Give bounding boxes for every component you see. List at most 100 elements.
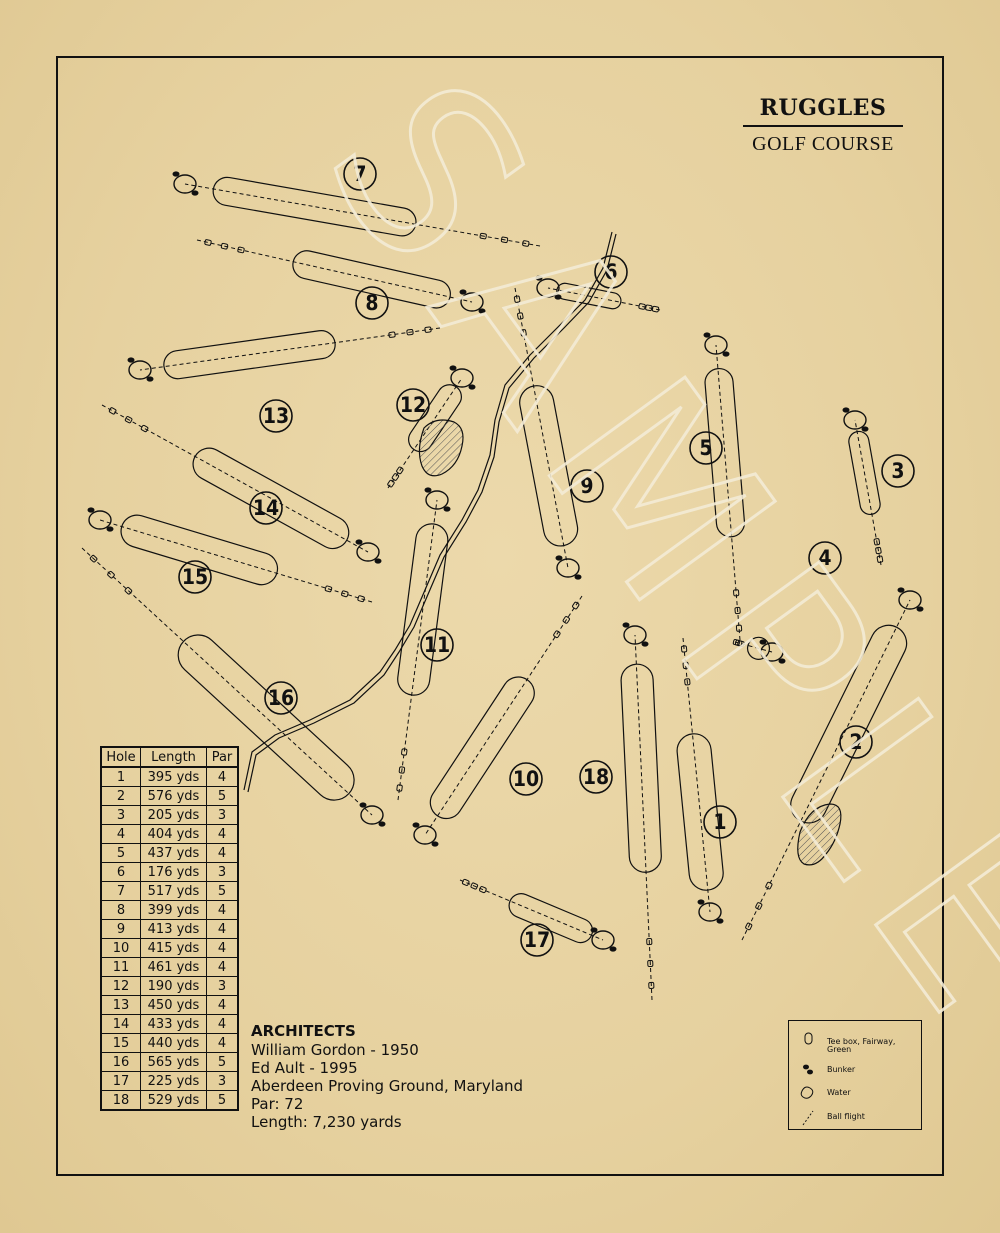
cell-length: 517 yds (140, 881, 207, 901)
tee-box (479, 232, 487, 240)
hole-5 (703, 332, 746, 641)
cell-hole: 16 (100, 1052, 141, 1072)
tee-box (89, 554, 98, 563)
hole-number: 5 (699, 436, 712, 460)
ball-flight-line (196, 239, 473, 303)
green (356, 542, 380, 562)
green (843, 410, 867, 430)
tee-box (388, 331, 396, 338)
tee-box (398, 766, 406, 774)
cell-length: 437 yds (140, 843, 207, 863)
tee-box (391, 473, 400, 481)
fairway (177, 634, 355, 801)
ball-flight-line (854, 419, 882, 566)
tee-box (479, 886, 487, 894)
hole-number: 15 (182, 565, 208, 589)
hole-17 (459, 878, 617, 952)
bunker (449, 365, 457, 371)
tee-box (387, 479, 395, 488)
hole-number: 7 (353, 162, 366, 186)
tee-box (684, 678, 691, 686)
hole-number: 6 (604, 260, 617, 284)
tee-box (646, 938, 653, 946)
green (556, 558, 580, 578)
ball-flight-line (547, 287, 661, 311)
cell-hole: 1 (100, 766, 141, 787)
hole-2 (741, 587, 924, 941)
ball-flight-line (101, 404, 369, 553)
green (898, 590, 922, 610)
hole-13 (127, 326, 441, 382)
tee-fairway-green-icon (804, 1032, 813, 1045)
cell-par: 3 (206, 1071, 239, 1091)
cell-length: 404 yds (140, 824, 207, 844)
title-block: RUGGLES GOLF COURSE (728, 95, 918, 156)
cell-length: 176 yds (140, 862, 207, 882)
architects-heading: ARCHITECTS (251, 1022, 356, 1040)
bunker (478, 308, 486, 314)
cell-par: 5 (206, 1090, 239, 1111)
bunker (374, 558, 382, 564)
hole-label-6: 6 (594, 255, 628, 289)
hole-number: 4 (818, 546, 831, 570)
cell-par: 5 (206, 881, 239, 901)
cell-par: 4 (206, 1033, 239, 1053)
fairway (676, 733, 724, 891)
cell-par: 3 (206, 862, 239, 882)
bunker (641, 641, 649, 647)
cell-hole: 15 (100, 1033, 141, 1053)
tee-box (357, 595, 365, 603)
tee-box (107, 570, 115, 579)
bunker (554, 294, 562, 300)
tee-box (648, 981, 655, 989)
tee-box (401, 748, 408, 756)
hole-number: 1 (713, 810, 726, 834)
tee-box (124, 416, 133, 424)
tee-box (645, 304, 653, 312)
cell-hole: 14 (100, 1014, 141, 1034)
tee-box (500, 236, 509, 244)
tee-box (638, 303, 646, 310)
cell-length: 190 yds (140, 976, 207, 996)
cell-par: 4 (206, 824, 239, 844)
bunker (459, 289, 467, 295)
hole-16 (81, 547, 386, 827)
bunker (146, 376, 154, 382)
hole-7 (172, 171, 541, 247)
fairway (746, 636, 771, 660)
cell-length: 576 yds (140, 786, 207, 806)
fairway (556, 282, 622, 310)
green (591, 930, 615, 950)
tee-box (396, 784, 403, 792)
cell-length: 440 yds (140, 1033, 207, 1053)
hole-label-13: 13 (259, 399, 293, 433)
green (623, 625, 647, 645)
green (698, 902, 722, 922)
water-hazards (418, 419, 842, 866)
bunker (424, 487, 432, 493)
hole-number: 12 (400, 393, 426, 417)
green (760, 642, 784, 662)
bunker (359, 802, 367, 808)
hole-label-1: 1 (703, 805, 737, 839)
water-hazard (797, 803, 842, 866)
fairway (620, 663, 662, 873)
bunker (916, 606, 924, 612)
tee-box (680, 645, 688, 653)
hole-label-18: 18 (579, 760, 613, 794)
bunker (609, 946, 617, 952)
tee-box (396, 466, 404, 475)
green (88, 510, 112, 530)
tee-box (517, 312, 524, 320)
green (360, 805, 384, 825)
tee-box (341, 590, 349, 598)
tee-box (470, 882, 479, 890)
tee-box (765, 881, 773, 890)
tee-box (204, 239, 212, 246)
